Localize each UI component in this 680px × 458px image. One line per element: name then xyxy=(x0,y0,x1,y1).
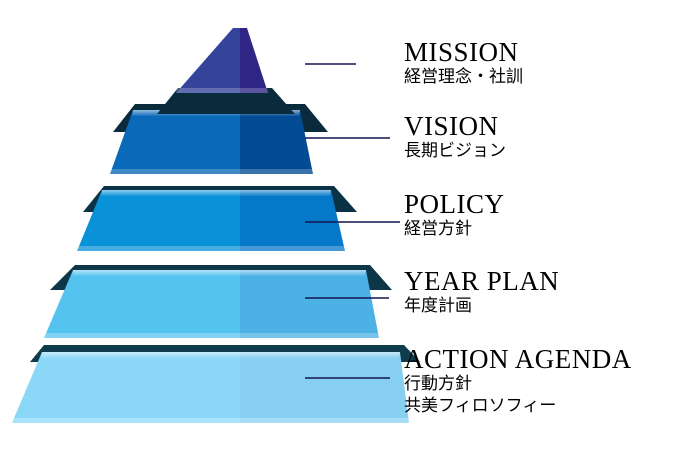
level-1-face-left xyxy=(176,28,240,93)
label-policy: POLICY 経営方針 xyxy=(404,190,505,240)
level-1-base-highlight xyxy=(176,88,268,93)
label-action-agenda: ACTION AGENDA 行動方針 共美フィロソフィー xyxy=(404,345,632,418)
label-vision: VISION 長期ビジョン xyxy=(404,112,506,162)
level-4-base-highlight xyxy=(44,333,379,338)
label-mission-title: MISSION xyxy=(404,37,519,67)
level-5-base-highlight xyxy=(12,418,409,423)
pyramid-level-policy xyxy=(77,186,357,251)
level-1-shadow xyxy=(157,88,295,114)
level-3-face-right xyxy=(240,190,345,251)
level-4-face-right xyxy=(240,270,379,338)
label-mission: MISSION 経営理念・社訓 xyxy=(404,38,523,88)
level-5-face-left xyxy=(12,352,240,423)
level-4-top-highlight xyxy=(72,270,366,276)
level-4-face-left xyxy=(44,270,240,338)
level-3-base-highlight xyxy=(77,246,345,251)
label-action-agenda-subtitle-1: 行動方針 xyxy=(404,374,472,395)
level-3-top-highlight xyxy=(101,190,331,196)
level-2-base-highlight xyxy=(110,169,313,174)
label-mission-subtitle-1: 経営理念・社訓 xyxy=(404,67,523,88)
level-2-face-left xyxy=(110,110,240,174)
pyramid-level-vision xyxy=(110,104,328,174)
label-vision-subtitle-1: 長期ビジョン xyxy=(404,141,506,162)
pyramid-level-mission xyxy=(157,28,295,114)
level-5-top-highlight xyxy=(41,352,400,358)
label-policy-title: POLICY xyxy=(404,189,505,219)
label-action-agenda-subtitle-2: 共美フィロソフィー xyxy=(404,396,557,417)
level-1-face-right xyxy=(240,28,268,93)
label-year-plan-subtitle-1: 年度計画 xyxy=(404,296,472,317)
label-policy-subtitle-1: 経営方針 xyxy=(404,219,472,240)
label-year-plan: YEAR PLAN 年度計画 xyxy=(404,267,559,317)
pyramid-level-action-agenda xyxy=(12,345,420,423)
label-action-agenda-title: ACTION AGENDA xyxy=(404,344,632,374)
level-3-face-left xyxy=(77,190,240,251)
pyramid-level-year-plan xyxy=(44,265,392,338)
level-2-face-right xyxy=(240,110,313,174)
label-year-plan-title: YEAR PLAN xyxy=(404,266,560,296)
level-5-face-right xyxy=(240,352,409,423)
label-vision-title: VISION xyxy=(404,111,499,141)
